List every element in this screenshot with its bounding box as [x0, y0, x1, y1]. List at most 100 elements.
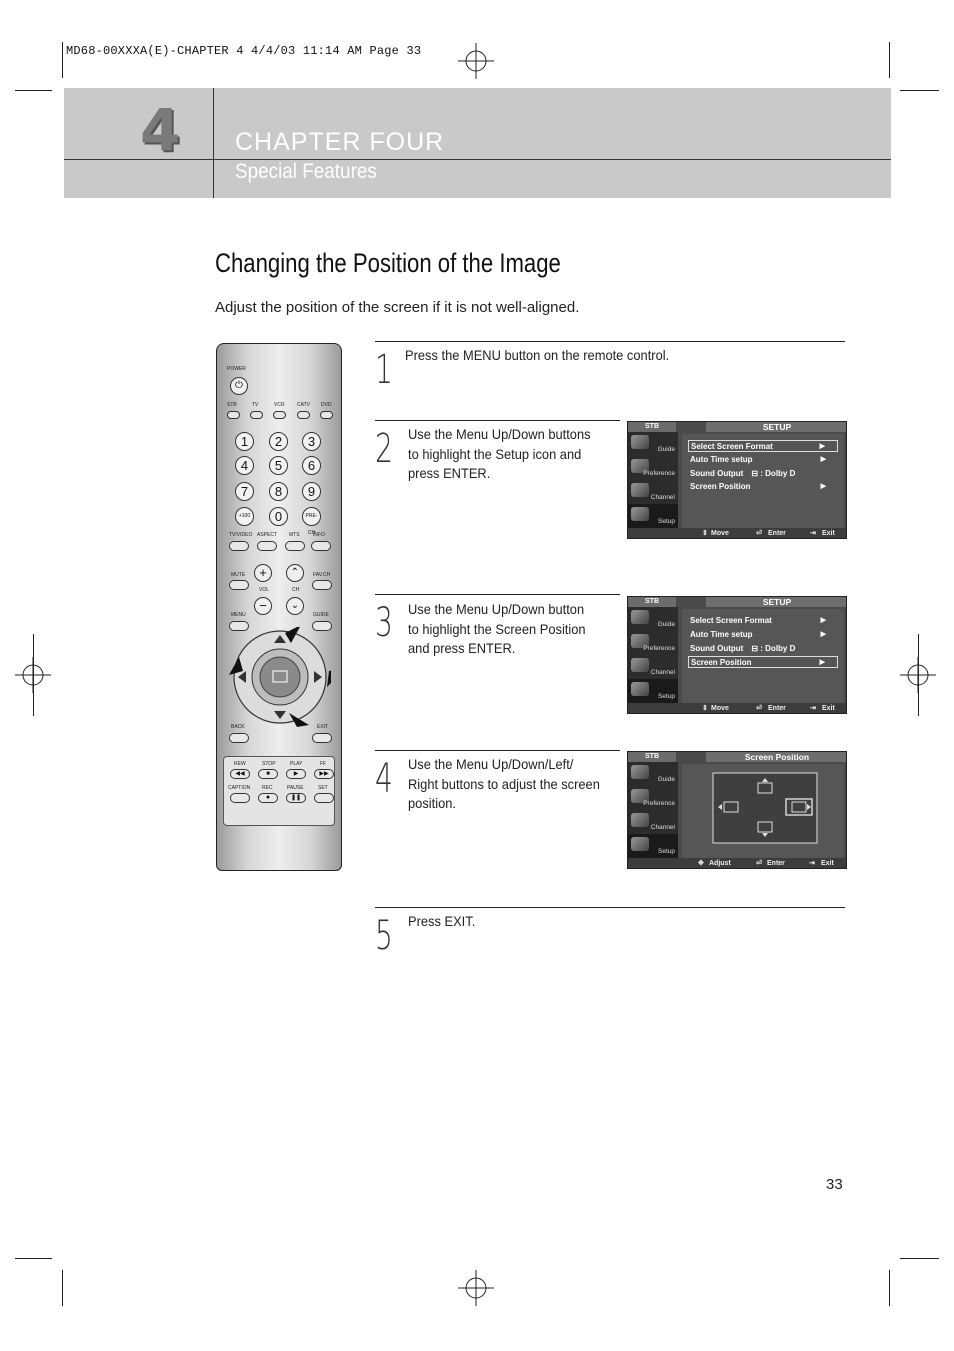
volume-up-icon: + — [254, 564, 272, 582]
intro-text: Adjust the position of the screen if it … — [215, 299, 580, 316]
rewind-icon: ◀◀ — [230, 769, 250, 779]
osd-tab: STB — [628, 752, 676, 762]
osd-bottom-bar: ⇕Move ⏎Enter ⇥Exit — [628, 528, 846, 538]
enter-icon: ⏎ — [756, 705, 762, 712]
channel-up-icon: ⌃ — [286, 564, 304, 582]
osd-menu-item: Sound Output⊟ : Dolby D — [690, 469, 796, 478]
button-label: EXIT — [317, 724, 329, 730]
osd-bottom-bar: ⇕Move ⏎Enter ⇥Exit — [628, 703, 846, 713]
preference-icon — [631, 789, 649, 803]
remote-button — [257, 541, 277, 551]
step-divider — [375, 420, 620, 421]
crop-mark — [918, 634, 919, 716]
step-number: 4 — [375, 756, 393, 802]
osd-tab: STB — [628, 597, 676, 607]
button-label: GUIDE — [313, 612, 329, 618]
remote-control-illustration: POWER ⏻ STB TV VCR CATV DVD 1 2 3 4 5 6 … — [216, 343, 342, 871]
osd-title: SETUP — [706, 422, 846, 432]
crop-mark — [889, 42, 890, 78]
button-label: MENU — [231, 612, 246, 618]
exit-icon: ⇥ — [809, 860, 815, 867]
osd-menu-item: Select Screen Format▶ — [688, 440, 838, 452]
setup-icon — [631, 837, 649, 851]
registration-mark-icon — [458, 43, 494, 79]
volume-down-icon: − — [254, 597, 272, 615]
number-button: 6 — [302, 456, 321, 475]
step-text: Press EXIT. — [408, 913, 476, 929]
move-icon: ⇕ — [702, 530, 708, 537]
number-button: 9 — [302, 482, 321, 501]
osd-menu-panel: Select Screen Format▶ Auto Time setup▶ S… — [682, 434, 844, 528]
number-button: 5 — [269, 456, 288, 475]
crop-mark — [62, 1270, 63, 1306]
button-label: FF — [320, 761, 327, 767]
button-label: ASPECT — [257, 532, 278, 538]
screen-position-diagram-icon — [712, 772, 818, 844]
source-button — [273, 411, 286, 419]
step-text: Use the Menu Up/Down button to highlight… — [408, 601, 586, 656]
prech-button: PRE-CH — [302, 507, 321, 536]
osd-sidebar: Guide Preference Channel Setup — [628, 762, 678, 860]
right-arrow-icon: ▶ — [820, 631, 826, 638]
osd-side-guide: Guide — [628, 432, 678, 456]
source-button — [250, 411, 263, 419]
osd-side-channel: Channel — [628, 655, 678, 679]
dolby-icon: ⊟ — [751, 469, 759, 478]
button-label: REW — [234, 761, 246, 767]
source-label: VCR — [274, 402, 285, 408]
right-arrow-icon: ▶ — [820, 617, 826, 624]
button-label: PAUSE — [287, 785, 304, 791]
osd-side-preference: Preference — [628, 456, 678, 480]
osd-side-channel: Channel — [628, 480, 678, 504]
back-button — [229, 733, 249, 743]
channel-icon — [631, 658, 649, 672]
caption-button — [230, 793, 250, 803]
crop-mark — [15, 90, 52, 91]
source-label: TV — [252, 402, 259, 408]
chapter-subtitle: Special Features — [235, 160, 377, 183]
crop-mark — [900, 90, 939, 91]
osd-setup-screen: STB SETUP Guide Preference Channel Setup… — [627, 421, 847, 539]
navigation-pad-icon — [229, 627, 331, 727]
button-label: TV/VIDEO — [229, 532, 253, 538]
preference-icon — [631, 459, 649, 473]
crop-mark — [15, 1258, 52, 1259]
source-label: DVD — [321, 402, 332, 408]
source-button — [227, 411, 240, 419]
channel-down-icon: ⌄ — [286, 597, 304, 615]
plus100-button: +100 — [235, 507, 254, 526]
setup-icon — [631, 507, 649, 521]
button-label: CH — [292, 587, 300, 593]
channel-icon — [631, 813, 649, 827]
button-label: SET — [318, 785, 328, 791]
osd-bottom-bar: ✥Adjust ⏎Enter ⇥Exit — [628, 858, 846, 868]
crop-mark — [889, 1270, 890, 1306]
print-slug: MD68-00XXXA(E)-CHAPTER 4 4/4/03 11:14 AM… — [66, 44, 422, 58]
osd-sidebar: Guide Preference Channel Setup — [628, 432, 678, 530]
button-label: STOP — [262, 761, 276, 767]
source-button — [297, 411, 310, 419]
osd-menu-item: Select Screen Format▶ — [690, 616, 826, 625]
right-arrow-icon: ▶ — [820, 456, 826, 463]
step-divider — [375, 341, 845, 342]
number-button: 7 — [235, 482, 254, 501]
step-text: Use the Menu Up/Down/Left/ Right buttons… — [408, 756, 600, 811]
button-label: CAPTION — [228, 785, 251, 791]
osd-side-setup: Setup — [628, 679, 678, 703]
osd-menu-item: Screen Position▶ — [688, 656, 838, 668]
registration-mark-icon — [458, 1270, 494, 1306]
osd-side-preference: Preference — [628, 631, 678, 655]
record-icon: ● — [258, 793, 278, 803]
exit-button — [312, 733, 332, 743]
number-button: 0 — [269, 507, 288, 526]
osd-side-setup: Setup — [628, 834, 678, 858]
source-button — [320, 411, 333, 419]
enter-icon: ⏎ — [756, 530, 762, 537]
menu-button — [229, 621, 249, 631]
guide-icon — [631, 765, 649, 779]
transport-panel: REW STOP PLAY FF ◀◀ ■ ▶ ▶▶ CAPTION REC P… — [223, 756, 335, 826]
step-divider — [375, 594, 620, 595]
source-label: CATV — [297, 402, 310, 408]
exit-icon: ⇥ — [810, 705, 816, 712]
number-button: 1 — [235, 432, 254, 451]
